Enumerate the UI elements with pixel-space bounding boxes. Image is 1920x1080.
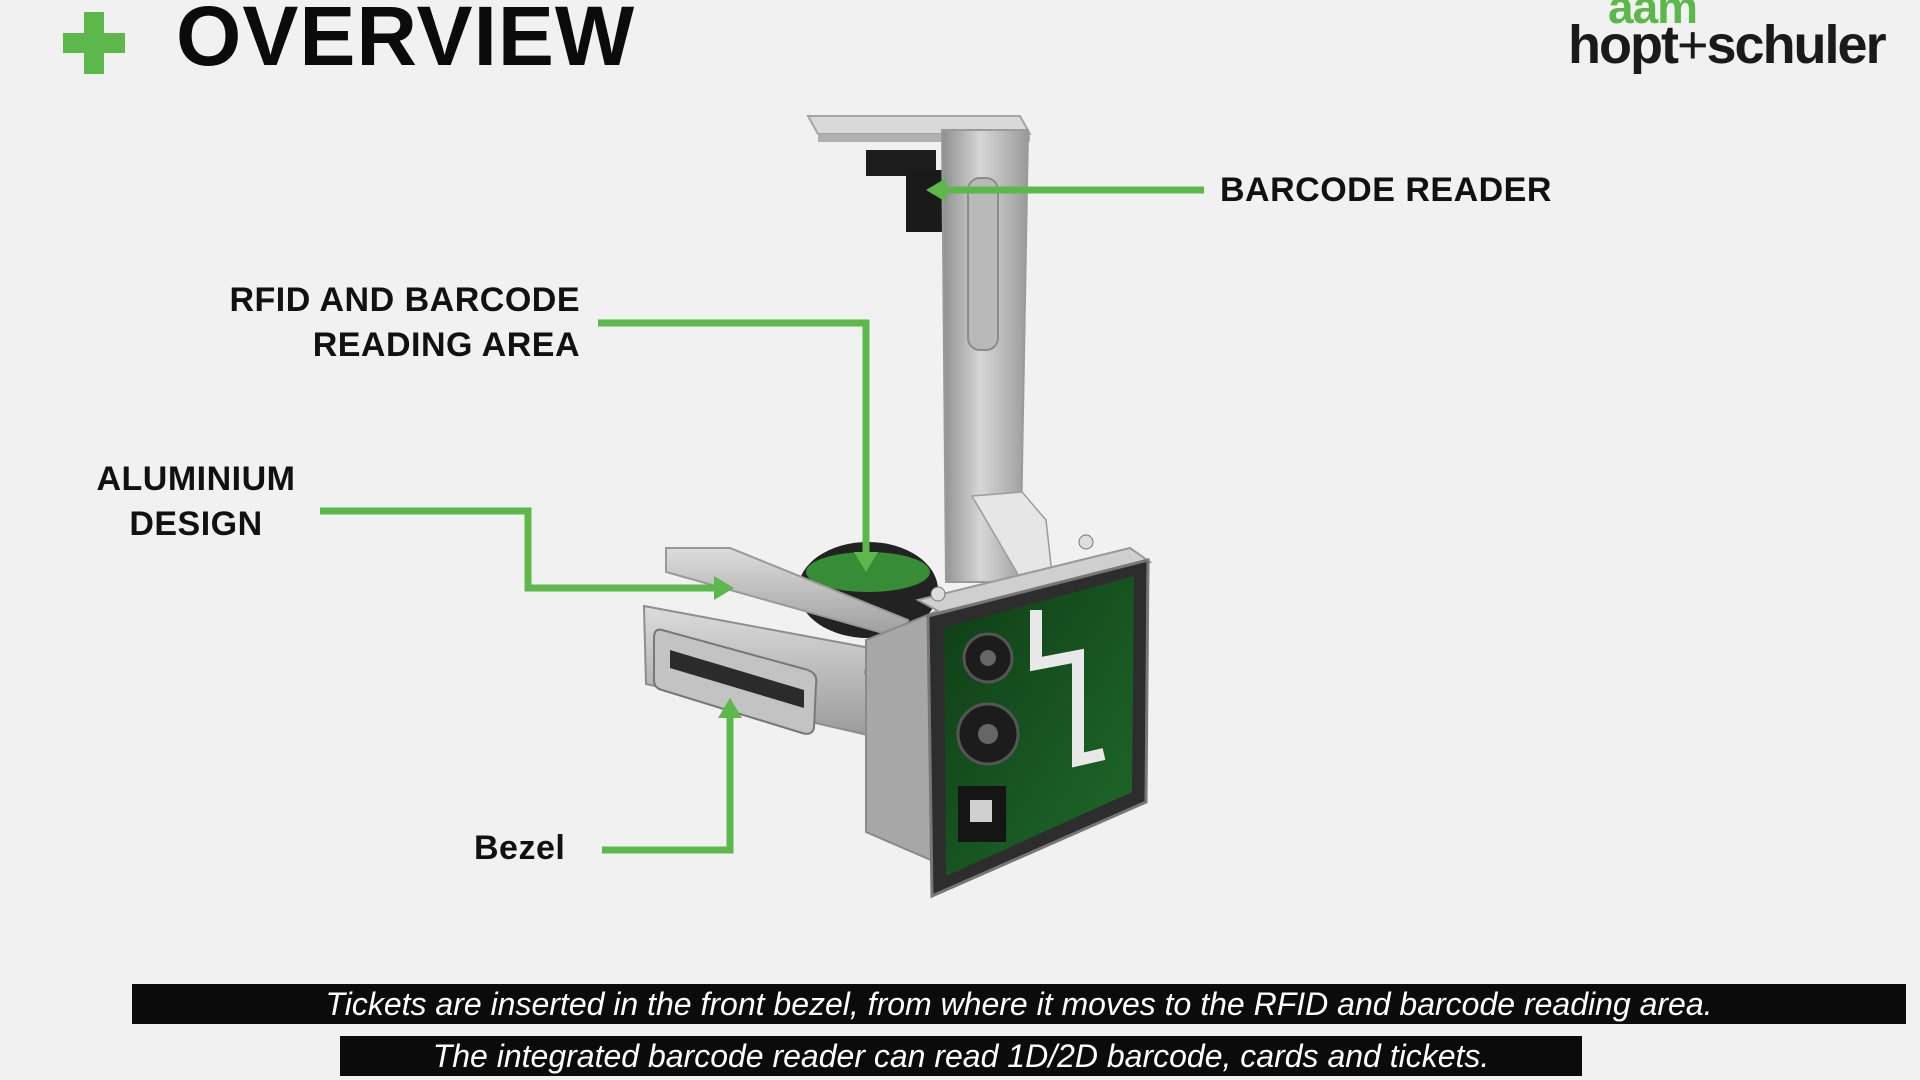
roller-upper-hub xyxy=(980,650,996,666)
callout-line-bezel xyxy=(602,714,734,854)
arrowhead-aluminium xyxy=(714,576,734,600)
callout-line-aluminium xyxy=(320,507,716,592)
logo-left: hopt xyxy=(1568,15,1679,75)
logo-hopt-schuler-text: hopt+schuler xyxy=(1568,14,1887,76)
logo-plus: + xyxy=(1676,15,1709,75)
label-aluminium-line-2: DESIGN xyxy=(129,505,263,543)
caption-line-2: The integrated barcode reader can read 1… xyxy=(340,1036,1582,1076)
label-aluminium-design: ALUMINIUM DESIGN xyxy=(66,457,326,547)
flex-cable xyxy=(1030,610,1106,768)
roller-lower-hub xyxy=(978,724,998,744)
label-reading-area-line-1: RFID AND BARCODE xyxy=(229,281,580,319)
label-barcode-reader-line-1: BARCODE READER xyxy=(1220,171,1552,209)
housing-top xyxy=(915,546,1153,614)
caption-line-1: Tickets are inserted in the front bezel,… xyxy=(132,984,1906,1024)
device-illustration xyxy=(642,115,1153,899)
label-reading-area-line-2: READING AREA xyxy=(312,326,580,364)
label-barcode-reader: BARCODE READER xyxy=(1220,168,1552,213)
label-bezel: Bezel xyxy=(474,826,565,871)
label-bezel-line-1: Bezel xyxy=(474,829,566,867)
callout-arrowheads xyxy=(714,178,946,718)
reading-area-highlight xyxy=(806,552,930,592)
housing-screw-2 xyxy=(1078,534,1094,550)
logo-aam-text: aam xyxy=(1608,0,1698,33)
callout-line-reading-area xyxy=(598,319,870,556)
page-title: OVERVIEW xyxy=(176,0,636,83)
callout-lines xyxy=(320,186,1204,854)
housing-screw-1 xyxy=(930,586,946,602)
arrowhead-barcode-reader xyxy=(926,178,946,202)
arrowhead-reading-area xyxy=(854,552,878,572)
logo-right: schuler xyxy=(1706,15,1887,75)
bezel-ticket-slot xyxy=(670,650,804,708)
usb-port xyxy=(970,800,992,822)
label-aluminium-line-1: ALUMINIUM xyxy=(96,460,296,498)
arrowhead-bezel xyxy=(718,698,742,718)
label-reading-area: RFID AND BARCODE READING AREA xyxy=(160,278,580,368)
company-logo: aam hopt+schuler xyxy=(1568,0,1887,86)
barcode-reader-module xyxy=(906,170,942,232)
plus-icon xyxy=(58,6,130,78)
arm-slot xyxy=(967,177,999,351)
